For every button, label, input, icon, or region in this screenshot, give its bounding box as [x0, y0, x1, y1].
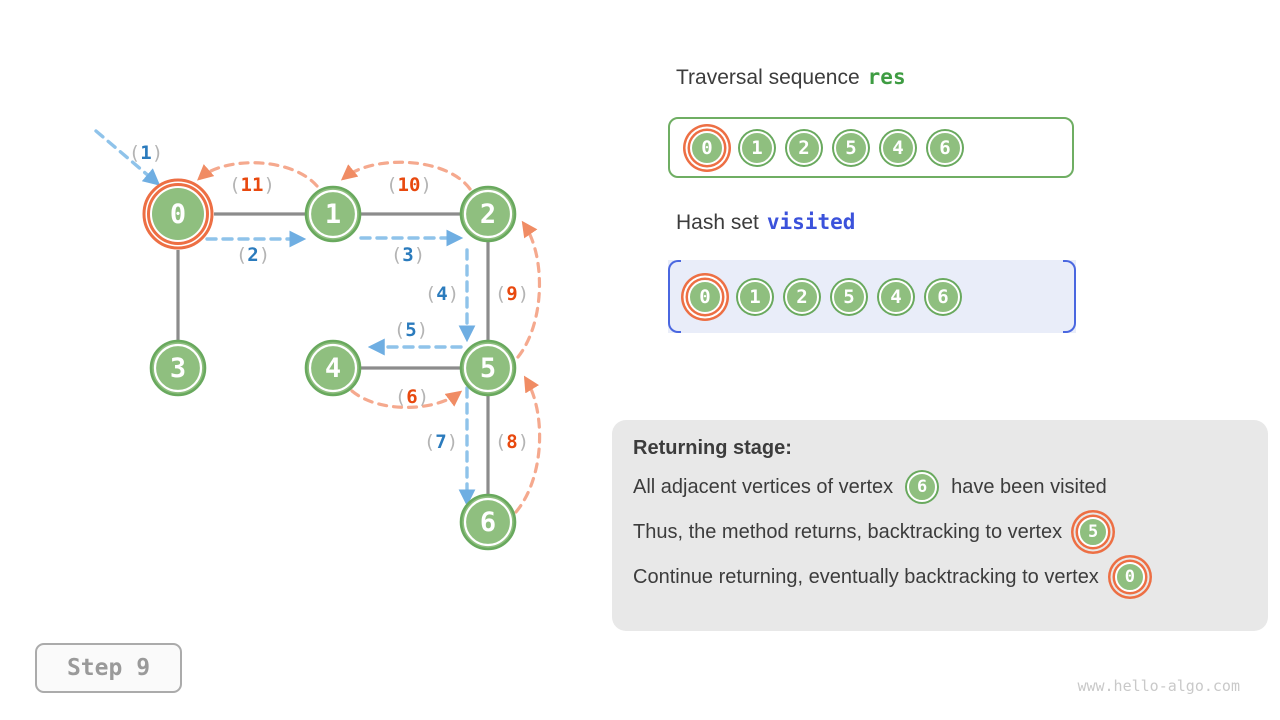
visited-code-label: visited	[766, 210, 856, 234]
vertex-6: 6	[459, 493, 517, 551]
res-item-5: 6	[928, 130, 962, 165]
visited-item-5: 6	[926, 279, 960, 314]
line3-before: Continue returning, eventually backtrack…	[633, 565, 1099, 588]
arrow-enter-0	[94, 129, 161, 186]
svg-text:1: 1	[325, 199, 341, 230]
step-label-7: (7)	[424, 431, 458, 453]
svg-text:3: 3	[170, 353, 186, 384]
watermark: www.hello-algo.com	[1077, 677, 1240, 695]
svg-text:6: 6	[480, 507, 496, 538]
explanation-line-1: All adjacent vertices of vertex 6 have b…	[633, 469, 1246, 505]
res-sequence-box: 0 1 2 5 4 6	[668, 117, 1074, 178]
svg-text:4: 4	[325, 353, 341, 384]
res-item-0: 0	[690, 130, 724, 165]
line1-before: All adjacent vertices of vertex	[633, 475, 894, 498]
step-label-3: (3)	[391, 244, 425, 266]
res-panel-title: Traversal sequence res	[676, 65, 906, 90]
visited-item-1: 1	[738, 279, 772, 314]
step-label-2: (2)	[236, 244, 270, 266]
explanation-line-2: Thus, the method returns, backtracking t…	[633, 514, 1246, 550]
vertex-1: 1	[304, 185, 362, 243]
step-label-11: (11)	[229, 174, 275, 196]
arc-1-0	[196, 161, 319, 188]
vertex-2: 2	[459, 185, 517, 243]
step-label-6: (6)	[395, 386, 429, 408]
line2-vertex-badge: 5	[1078, 517, 1109, 547]
res-item-4: 4	[881, 130, 915, 165]
vertex-3: 3	[149, 339, 207, 397]
explanation-box: Returning stage: All adjacent vertices o…	[612, 420, 1268, 631]
explanation-heading: Returning stage:	[633, 437, 792, 459]
step-label-1: (1)	[129, 142, 163, 164]
line2-before: Thus, the method returns, backtracking t…	[633, 520, 1063, 543]
line3-vertex-badge: 0	[1114, 562, 1145, 592]
visited-panel-title: Hash set visited	[676, 210, 855, 235]
return-arcs	[196, 160, 542, 514]
step-label-10: (10)	[386, 174, 432, 196]
visited-item-0: 0	[688, 279, 722, 314]
arc-2-1	[340, 160, 472, 191]
svg-text:5: 5	[480, 353, 496, 384]
visited-set-box: 0 1 2 5 4 6	[668, 260, 1076, 333]
res-title-text: Traversal sequence	[676, 66, 860, 89]
vertex-5: 5	[459, 339, 517, 397]
visited-item-3: 5	[832, 279, 866, 314]
graph-edges	[176, 212, 490, 494]
traversal-arrows	[94, 129, 476, 507]
svg-text:2: 2	[480, 199, 496, 230]
step-label-8: (8)	[495, 431, 529, 453]
arc-6-5	[514, 375, 542, 514]
explanation-line-3: Continue returning, eventually backtrack…	[633, 559, 1246, 595]
step-label-9: (9)	[495, 283, 529, 305]
visited-item-4: 4	[879, 279, 913, 314]
arc-5-2	[516, 220, 542, 359]
step-label-4: (4)	[425, 283, 459, 305]
res-item-2: 2	[787, 130, 821, 165]
step-order-labels: (1) (2) (3) (4) (5) (6) (7) (8) (9) (10)…	[129, 142, 529, 453]
step-label-5: (5)	[394, 319, 428, 341]
line1-vertex-badge: 6	[907, 472, 938, 502]
left-bracket-icon	[668, 260, 681, 333]
line1-after: have been visited	[951, 475, 1107, 498]
res-item-3: 5	[834, 130, 868, 165]
svg-text:0: 0	[170, 199, 186, 230]
dfs-graph-figure: 0 1 2 3 4 5 6 (1) (2) (3)	[94, 129, 542, 551]
vertex-4: 4	[304, 339, 362, 397]
right-bracket-icon	[1063, 260, 1076, 333]
vertex-0: 0	[142, 178, 214, 250]
res-item-1: 1	[740, 130, 774, 165]
res-code-label: res	[867, 65, 906, 89]
visited-item-2: 2	[785, 279, 819, 314]
visited-title-text: Hash set	[676, 211, 759, 234]
step-badge: Step 9	[35, 643, 182, 693]
